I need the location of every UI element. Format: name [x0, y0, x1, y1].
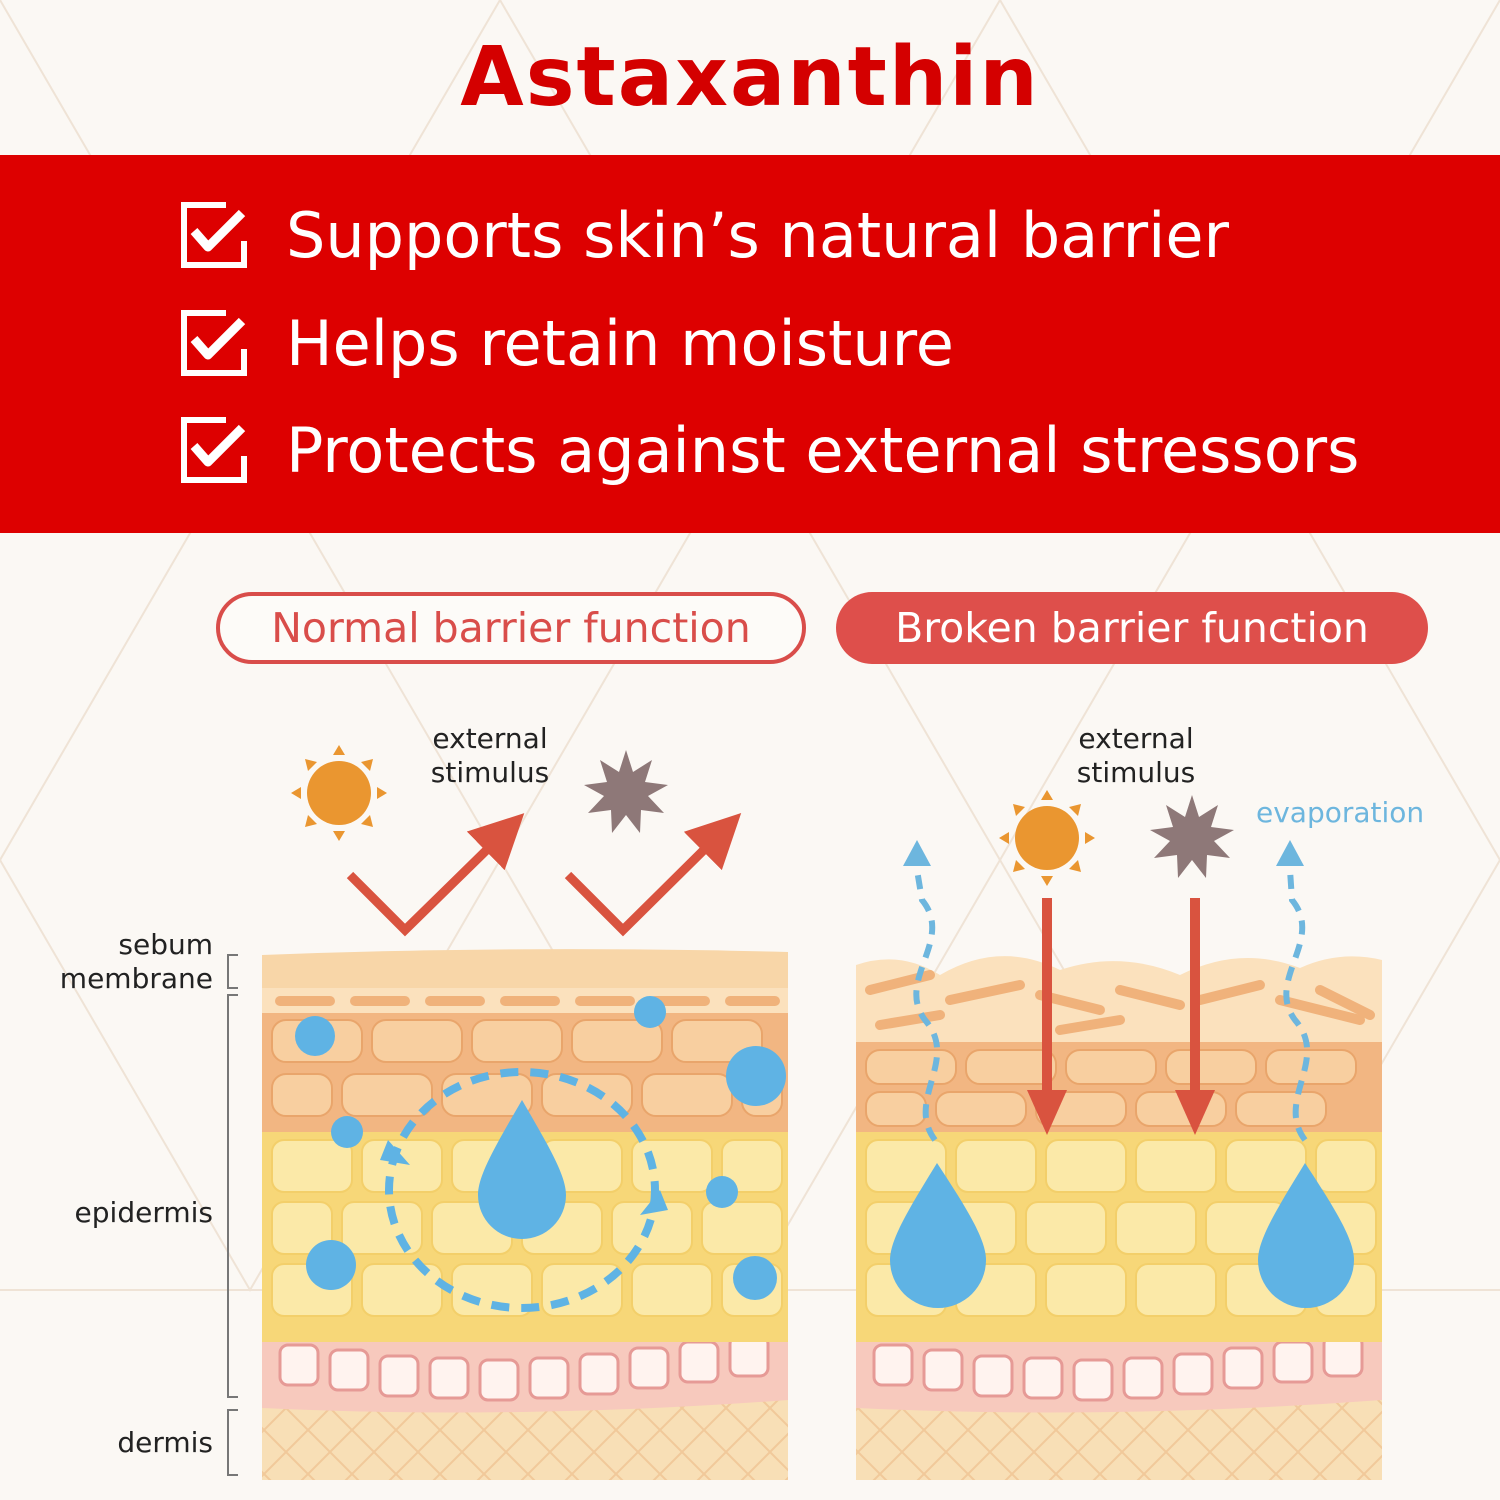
broken-stimulus-label: external stimulus [1046, 722, 1226, 790]
page-title: Astaxanthin [460, 30, 1040, 125]
checkbox-icon [181, 310, 247, 376]
pollutant-icon [1150, 795, 1234, 878]
sun-icon [291, 745, 387, 841]
checkbox-icon [181, 202, 247, 268]
evaporation-label: evaporation [1256, 796, 1425, 829]
broken-barrier-pill: Broken barrier function [836, 592, 1428, 664]
checkbox-icon [181, 417, 247, 483]
dermis-label: dermis [117, 1426, 213, 1459]
benefit-item-3: Protects against external stressors [180, 405, 1359, 495]
benefit-label: Helps retain moisture [286, 306, 954, 380]
benefit-item-1: Supports skin’s natural barrier [180, 190, 1229, 280]
stimulus-line1: external [432, 722, 548, 755]
normal-skin-section [262, 745, 788, 1480]
sebum-label-line1: sebum [118, 928, 213, 961]
normal-barrier-pill: Normal barrier function [216, 592, 806, 664]
broken-skin-section [856, 790, 1382, 1480]
skin-diagram [227, 745, 1382, 1480]
epidermis-label: epidermis [74, 1196, 213, 1229]
benefits-banner [0, 155, 1500, 533]
sun-icon [999, 790, 1095, 886]
stimulus-line1: external [1078, 722, 1194, 755]
benefit-label: Supports skin’s natural barrier [286, 198, 1229, 272]
stimulus-line2: stimulus [1076, 756, 1196, 789]
normal-stimulus-label: external stimulus [400, 722, 580, 790]
layer-brackets [227, 954, 238, 1476]
pollutant-icon [584, 750, 668, 833]
sebum-membrane-label: sebum membrane [20, 928, 213, 996]
sebum-label-line2: membrane [59, 962, 213, 995]
benefit-label: Protects against external stressors [286, 413, 1360, 487]
stimulus-line2: stimulus [430, 756, 550, 789]
benefit-item-2: Helps retain moisture [180, 298, 954, 388]
